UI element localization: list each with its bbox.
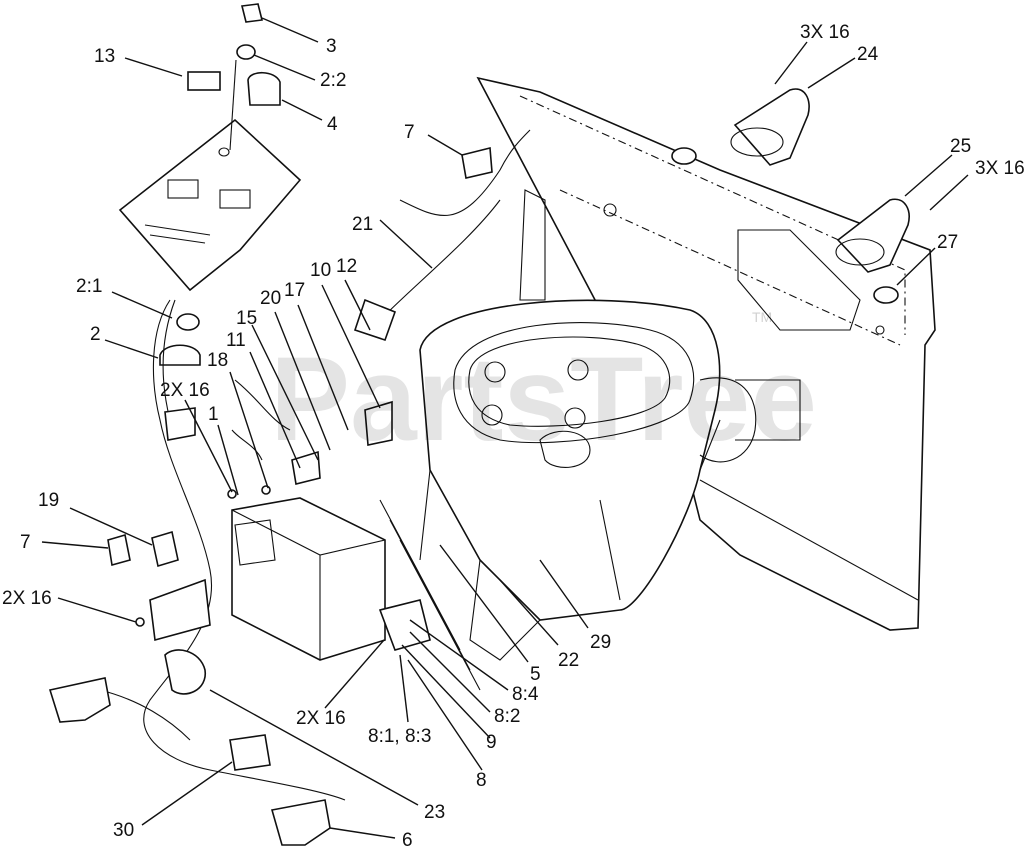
callout-2: 2 [90, 324, 101, 345]
callout-13: 13 [94, 46, 115, 67]
wiring-harness [48, 129, 531, 846]
watermark-text: PartsTree [270, 332, 817, 466]
leader-lines [41, 17, 969, 839]
callout-11: 11 [226, 330, 246, 351]
callout-18: 18 [207, 350, 228, 371]
callout-4: 4 [327, 114, 338, 135]
watermark-tm: TM [752, 309, 772, 325]
callout-8-1-8-3: 8:1, 8:3 [368, 726, 431, 747]
callout-8-2: 8:2 [494, 706, 520, 727]
callout-7-left: 7 [20, 532, 31, 553]
callout-25: 25 [950, 136, 971, 157]
callout-1: 1 [208, 404, 219, 425]
callout-30: 30 [113, 820, 134, 841]
battery [231, 497, 386, 661]
callout-20: 20 [260, 288, 281, 309]
callout-labels: 3 2:2 4 13 7 3X 16 24 25 3X 16 27 21 2:1… [2, 22, 1025, 851]
callout-6: 6 [402, 830, 413, 851]
callout-3x16-right: 3X 16 [975, 158, 1025, 179]
callout-3x16-top: 3X 16 [800, 22, 850, 43]
callout-3: 3 [326, 36, 337, 57]
callout-29: 29 [590, 632, 611, 653]
callout-15: 15 [236, 308, 257, 329]
callout-2x16-bottom: 2X 16 [296, 708, 346, 729]
callout-10: 10 [310, 260, 331, 281]
callout-2-1: 2:1 [76, 276, 102, 297]
intake-cones [671, 88, 910, 304]
callout-9: 9 [486, 732, 497, 753]
control-panel [118, 118, 302, 292]
callout-7-top: 7 [404, 122, 415, 143]
callout-21: 21 [352, 214, 373, 235]
callout-19: 19 [38, 490, 59, 511]
callout-17: 17 [284, 280, 305, 301]
callout-22: 22 [558, 650, 579, 671]
callout-5: 5 [530, 664, 541, 685]
engine [419, 299, 757, 661]
callout-27: 27 [937, 232, 958, 253]
key-switch [159, 3, 281, 366]
callout-2x16-battery: 2X 16 [160, 380, 210, 401]
callout-12: 12 [336, 256, 357, 277]
callout-24: 24 [857, 44, 879, 65]
callout-8: 8 [476, 770, 487, 791]
callout-2x16-left: 2X 16 [2, 588, 52, 609]
callout-8-4: 8:4 [512, 684, 539, 705]
callout-23: 23 [424, 802, 445, 823]
callout-2-2: 2:2 [320, 70, 346, 91]
